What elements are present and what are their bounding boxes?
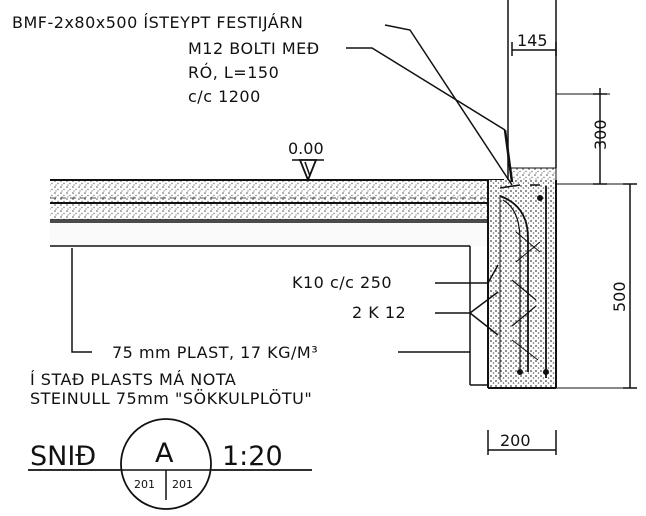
dim-500-label: 500 (610, 281, 629, 312)
sheet-ref-left: 201 (134, 478, 155, 491)
reinforcement-bars (499, 184, 549, 378)
level-label: 0.00 (288, 139, 324, 158)
dim-145 (511, 42, 557, 56)
foundation-wall (487, 180, 557, 389)
sheet-ref-right: 201 (172, 478, 193, 491)
note-alternative-1: Í STAÐ PLASTS MÁ NOTA (30, 370, 236, 389)
section-bubble (120, 418, 212, 510)
note-bmf-bracket: BMF-2x80x500 ÍSTEYPT FESTIJÁRN (12, 13, 303, 32)
section-label: SNIÐ (30, 441, 96, 472)
dim-500 (556, 183, 637, 389)
dim-145-label: 145 (517, 31, 548, 50)
section-letter: A (155, 438, 174, 469)
note-k10: K10 c/c 250 (292, 273, 392, 292)
note-bolt-2: RÓ, L=150 (188, 63, 279, 82)
anchor-bolt (499, 129, 521, 189)
section-scale: 1:20 (222, 441, 283, 472)
note-bolt-3: c/c 1200 (188, 87, 261, 106)
dim-200 (487, 430, 557, 455)
note-2k12: 2 K 12 (352, 303, 406, 322)
dim-300-label: 300 (591, 119, 610, 150)
upper-wall (507, 0, 557, 183)
floor-slab (50, 179, 504, 221)
note-insulation: 75 mm PLAST, 17 KG/M³ (112, 343, 318, 362)
leader-lines (71, 24, 513, 353)
section-title: SNIÐ A 201 201 1:20 (28, 418, 312, 510)
dim-200-label: 200 (500, 431, 531, 450)
note-bolt-1: M12 BOLTI MEÐ (188, 39, 320, 58)
level-marker: 0.00 (288, 139, 324, 183)
note-alternative-2: STEINULL 75mm "SÖKKULPLÖTU" (30, 389, 312, 408)
